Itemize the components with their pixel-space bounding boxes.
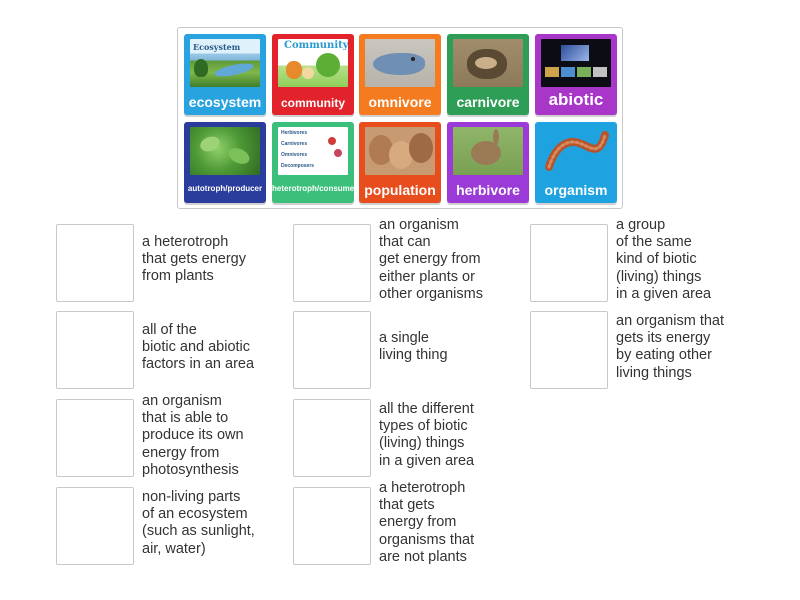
tile-ecosystem[interactable]: Ecosystem ecosystem [184, 34, 266, 115]
tile-organism[interactable]: organism [535, 122, 617, 203]
drop-box-8[interactable] [293, 399, 371, 477]
cartoon-animal-shape [302, 67, 314, 79]
clue-7: an organism that is able to produce its … [142, 393, 244, 478]
clue-9: non-living parts of an ecosystem (such a… [142, 489, 255, 557]
omnivore-picture [365, 39, 435, 87]
carnivore-picture [453, 39, 523, 87]
food-dot [334, 149, 342, 157]
food-dot [328, 137, 336, 145]
tile-label: carnivore [456, 94, 520, 110]
drop-box-1[interactable] [56, 224, 134, 302]
consumer-list-carnivores: Carnivores [281, 141, 308, 147]
animal-shape [475, 57, 497, 69]
consumer-list-omnivores: Omnivores [281, 152, 308, 158]
clue-2: an organism that can get energy from eit… [379, 217, 483, 302]
rabbit-ear-shape [493, 129, 499, 145]
herbivore-picture [453, 127, 523, 175]
drop-box-9[interactable] [56, 487, 134, 565]
autotroph-picture [190, 127, 260, 175]
clue-8: all the different types of biotic (livin… [379, 401, 475, 469]
leaf-shape [198, 134, 222, 154]
community-picture-title: Community [284, 40, 348, 51]
drop-box-5[interactable] [293, 311, 371, 389]
photo-thumb [545, 67, 559, 77]
clue-10: a heterotroph that gets energy from orga… [379, 480, 475, 565]
animal-shape [409, 133, 433, 163]
tile-bank: Ecosystem ecosystem Community community … [177, 27, 623, 209]
clue-1: a heterotroph that gets energy from plan… [142, 234, 246, 285]
clue-4: all of the biotic and abiotic factors in… [142, 322, 255, 373]
cartoon-animal-shape [286, 61, 302, 79]
tile-population[interactable]: population [359, 122, 441, 203]
population-picture [365, 127, 435, 175]
drop-box-3[interactable] [530, 224, 608, 302]
community-picture: Community [278, 39, 348, 87]
tile-heterotroph-consumer[interactable]: Herbivores Carnivores Omnivores Decompos… [272, 122, 354, 203]
tile-label: herbivore [456, 182, 520, 198]
tile-label: ecosystem [188, 94, 262, 110]
tile-community[interactable]: Community community [272, 34, 354, 115]
cartoon-tree-shape [316, 53, 340, 77]
tile-label: community [280, 96, 345, 110]
drop-box-4[interactable] [56, 311, 134, 389]
ecosystem-picture-title: Ecosystem [193, 42, 241, 52]
rabbit-shape [471, 141, 501, 165]
tile-label: heterotroph/consumer [272, 184, 354, 193]
tile-autotroph-producer[interactable]: autotroph/producer [184, 122, 266, 203]
clue-3: a group of the same kind of biotic (livi… [616, 217, 712, 302]
abiotic-picture [541, 39, 611, 87]
tile-label: population [364, 182, 436, 198]
photo-thumb [577, 67, 591, 77]
lizard-eye-shape [411, 57, 415, 61]
drop-box-2[interactable] [293, 224, 371, 302]
organism-picture [541, 127, 611, 175]
ecosystem-picture: Ecosystem [190, 39, 260, 87]
tile-abiotic[interactable]: abiotic [535, 34, 617, 115]
worm-icon [545, 131, 609, 171]
photo-thumb [561, 45, 589, 61]
heterotroph-picture: Herbivores Carnivores Omnivores Decompos… [278, 127, 348, 175]
drop-box-10[interactable] [293, 487, 371, 565]
lizard-shape [373, 53, 425, 75]
photo-thumb [593, 67, 607, 77]
leaf-shape [226, 145, 252, 167]
tile-herbivore[interactable]: herbivore [447, 122, 529, 203]
tile-omnivore[interactable]: omnivore [359, 34, 441, 115]
drop-box-7[interactable] [56, 399, 134, 477]
clue-6: an organism that gets its energy by eati… [616, 313, 725, 381]
tile-label: omnivore [368, 94, 432, 110]
river-shape [213, 60, 255, 80]
tile-carnivore[interactable]: carnivore [447, 34, 529, 115]
photo-thumb [561, 67, 575, 77]
clue-5: a single living thing [379, 330, 448, 364]
consumer-list-herbivores: Herbivores [281, 130, 308, 136]
tile-label: organism [544, 182, 608, 198]
tile-label: autotroph/producer [187, 184, 263, 193]
drop-box-6[interactable] [530, 311, 608, 389]
consumer-list-decomposers: Decomposers [281, 163, 315, 169]
tile-label: abiotic [548, 90, 604, 109]
tree-shape [194, 59, 208, 77]
